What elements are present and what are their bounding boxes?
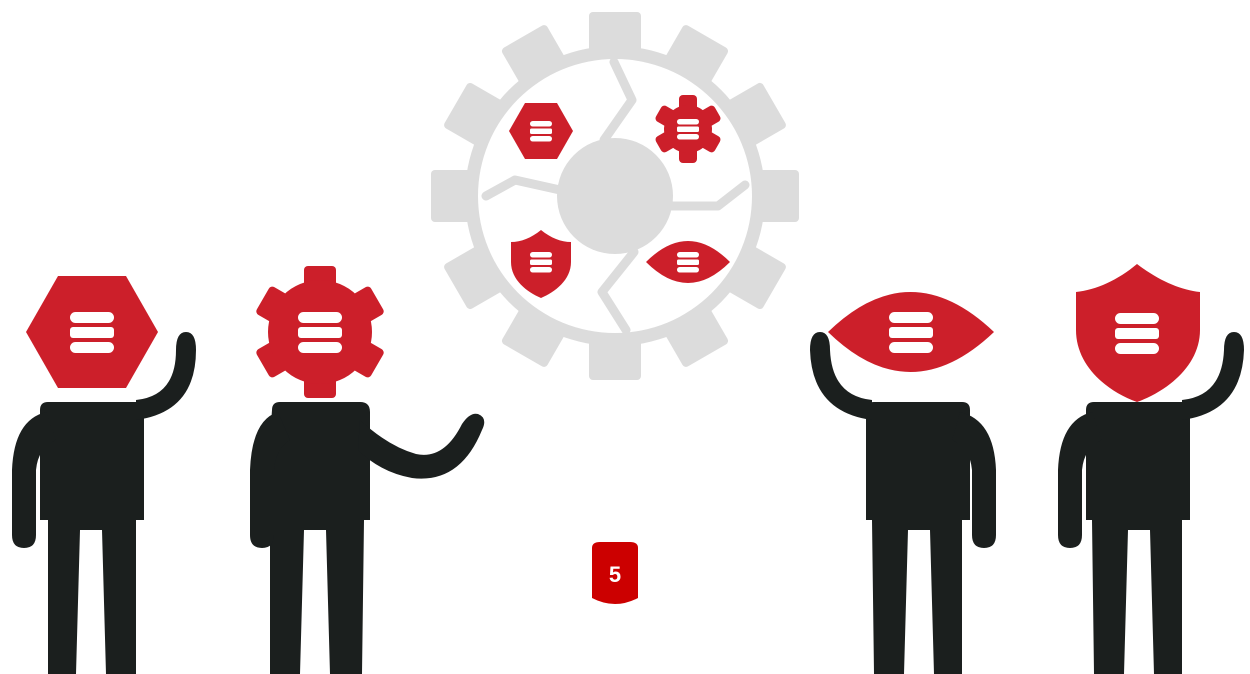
person-shield-head xyxy=(1058,264,1244,674)
hexagon-database-icon xyxy=(509,103,573,159)
gear-spokes xyxy=(481,57,750,335)
step-badge: 5 xyxy=(592,542,638,604)
person-gear-head xyxy=(250,266,485,674)
eye-database-icon xyxy=(646,241,730,283)
gear-hub xyxy=(557,138,673,254)
shield-database-icon xyxy=(511,230,571,298)
gear-tooth xyxy=(589,12,641,58)
gear-tooth xyxy=(431,170,477,222)
gear-database-icon xyxy=(655,95,721,163)
person-eye-head xyxy=(810,292,996,674)
gear-graphic xyxy=(431,12,799,380)
gear-tooth xyxy=(753,170,799,222)
gear-head xyxy=(256,266,384,398)
person-hexagon-head xyxy=(12,276,196,674)
step-badge-label: 5 xyxy=(609,562,621,587)
gear-tooth xyxy=(589,334,641,380)
